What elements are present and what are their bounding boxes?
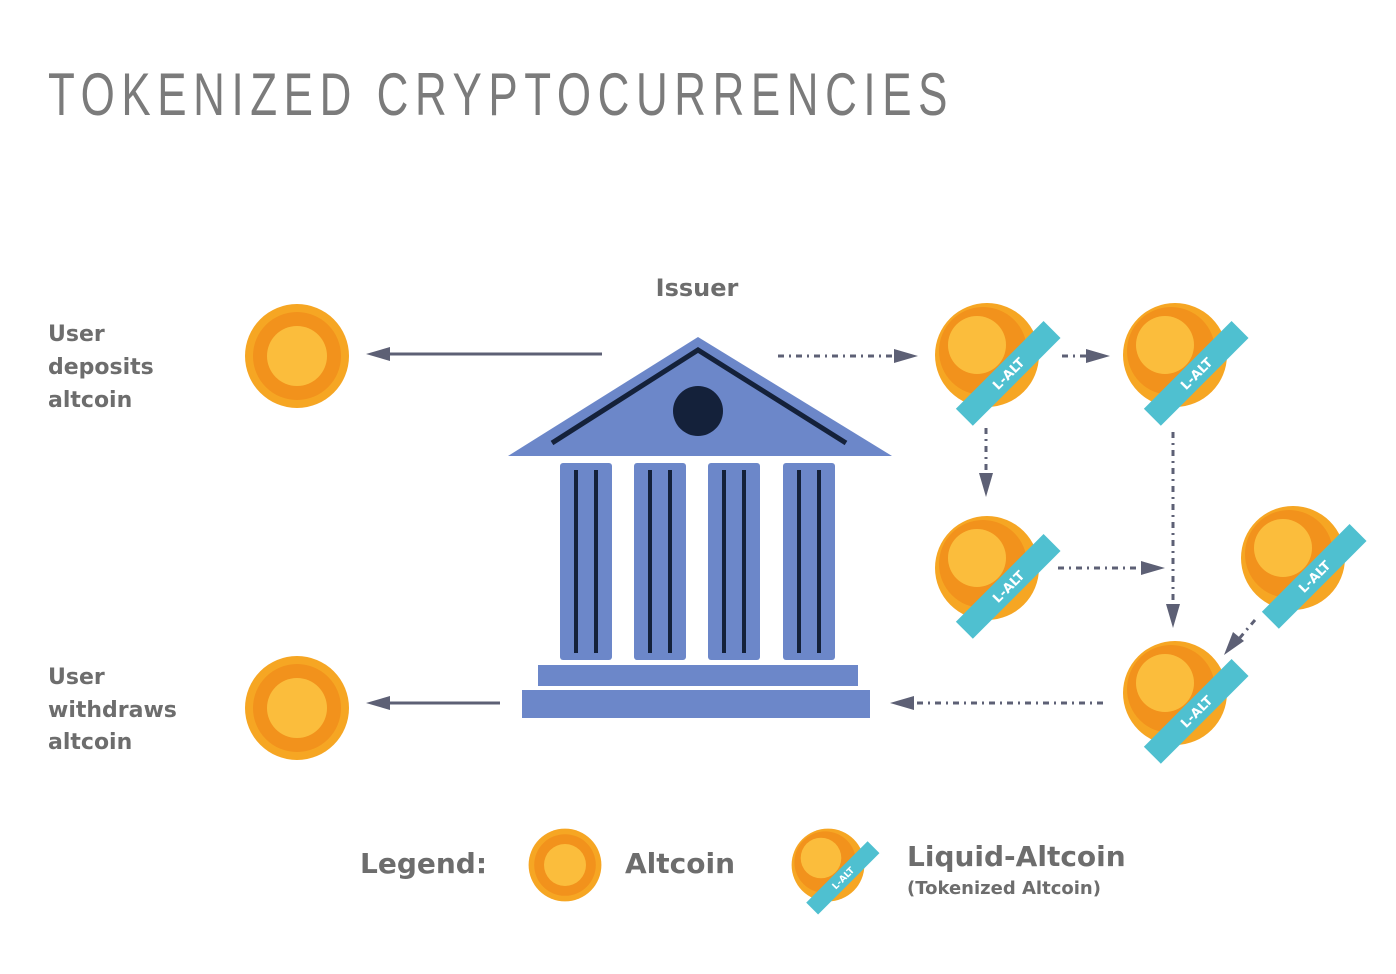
deposit-label-line: deposits	[48, 355, 154, 380]
bank-icon	[508, 337, 892, 718]
transfer-arrow	[1166, 432, 1180, 628]
deposit-label-line: altcoin	[48, 388, 132, 413]
altcoin-withdraw-icon	[245, 656, 349, 760]
issue-arrow	[778, 349, 918, 363]
diagram-title: TOKENIZED CRYPTOCURRENCIES	[48, 61, 954, 128]
transfer-arrow	[1058, 561, 1165, 575]
issuer-label: Issuer	[656, 274, 739, 302]
withdraw-label: User withdraws altcoin	[48, 665, 177, 755]
altcoin-deposit-icon	[245, 304, 349, 408]
legend-altcoin-label: Altcoin	[625, 847, 735, 880]
deposit-label: User deposits altcoin	[48, 322, 154, 413]
legend-liquid-altcoin-label: Liquid-Altcoin	[907, 840, 1126, 873]
legend-liquid-altcoin-note: (Tokenized Altcoin)	[907, 878, 1101, 899]
withdraw-label-line: User	[48, 665, 105, 690]
redeem-arrow	[890, 696, 1103, 710]
liquid-altcoin-icon: L-ALT	[1241, 506, 1367, 629]
withdraw-label-line: altcoin	[48, 730, 132, 755]
withdraw-label-line: withdraws	[48, 698, 177, 723]
liquid-altcoin-icon: L-ALT	[1123, 303, 1249, 426]
deposit-label-line: User	[48, 322, 105, 347]
legend-altcoin-icon	[528, 828, 602, 902]
deposit-arrow	[366, 347, 602, 361]
transfer-arrow	[1062, 349, 1110, 363]
liquid-altcoin-icon: L-ALT	[935, 303, 1061, 426]
transfer-arrow	[1224, 619, 1257, 655]
liquid-altcoin-icon: L-ALT	[791, 828, 880, 915]
liquid-altcoin-icon: L-ALT	[935, 516, 1061, 639]
transfer-arrow	[979, 428, 993, 497]
legend-label: Legend:	[360, 847, 487, 880]
withdraw-arrow	[366, 696, 500, 710]
liquid-altcoin-icon: L-ALT	[1123, 641, 1249, 764]
